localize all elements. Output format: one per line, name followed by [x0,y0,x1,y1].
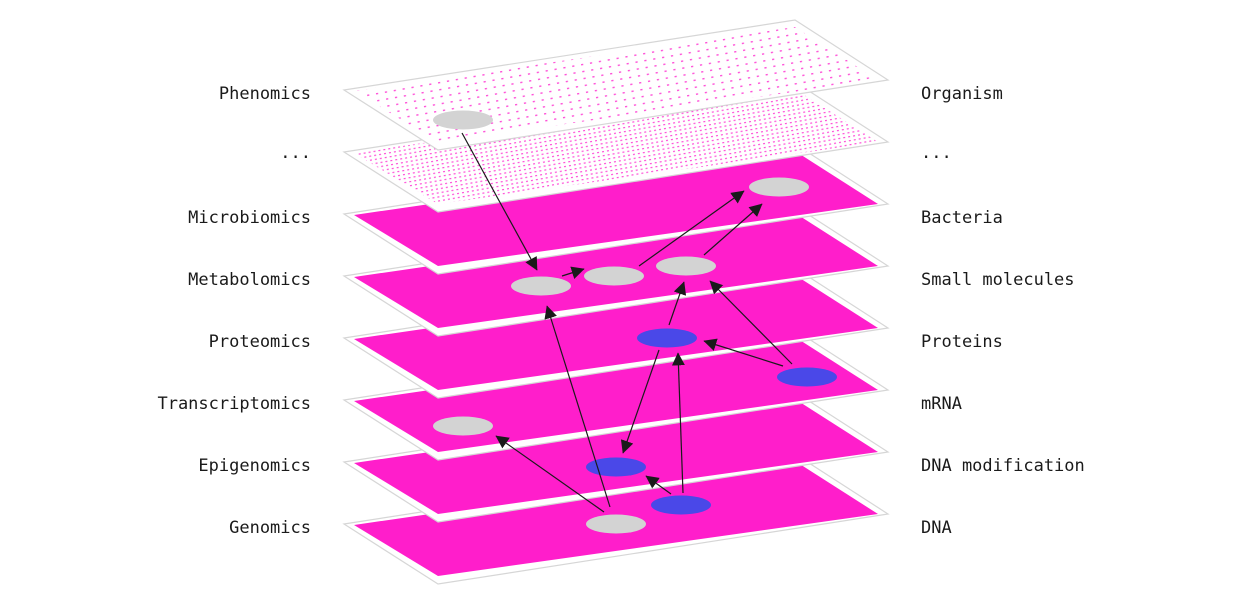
arrow-phen1-to-meta1 [461,132,538,271]
layer-label-transcriptomics: Transcriptomics [157,394,311,414]
layer-surface [354,151,878,266]
entity-label-bacteria: Bacteria [921,208,1003,228]
arrow-meta1-to-meta2 [561,266,585,279]
entity-label-organism: Organism [921,84,1003,104]
arrow-gen2-to-prot1 [671,352,685,494]
layer-surface [354,399,878,514]
arrow-meta3-to-micro1 [703,203,763,256]
node-meta1 [511,276,571,296]
entity-label-dna: DNA [921,518,952,538]
arrow-mrna1-to-prot1 [703,338,784,367]
node-meta2 [584,266,644,286]
layer-surface [354,275,878,390]
node-mrna1 [777,367,837,387]
layer-label-metabolomics: Metabolomics [188,270,311,290]
node-gen1 [586,514,646,534]
layer-surface [354,27,878,142]
entity-label-mrna: mRNA [921,394,962,414]
node-prot1 [637,328,697,348]
layer-label-ellipsis: ... [280,143,311,163]
entity-label-proteins: Proteins [921,332,1003,352]
entity-nodes [433,110,837,534]
node-gen2 [651,495,711,515]
layer-label-epigenomics: Epigenomics [198,456,311,476]
arrow-gen1-to-trans1 [495,435,605,513]
entity-label-dna-modification: DNA modification [921,456,1085,476]
arrow-meta2-to-micro1 [638,190,745,267]
arrow-prot1-to-meta3 [668,281,687,326]
layer-label-proteomics: Proteomics [209,332,311,352]
arrow-gen1-to-meta1 [544,305,611,508]
arrow-gen2-to-epi1 [645,475,672,495]
layer-label-phenomics: Phenomics [219,84,311,104]
arrow-mrna1-to-meta3 [709,280,793,365]
node-epi1 [586,457,646,477]
entity-label-ellipsis: ... [921,143,952,163]
relationship-arrows [461,132,793,513]
layer-label-genomics: Genomics [229,518,311,538]
node-micro1 [749,177,809,197]
layer-label-microbiomics: Microbiomics [188,208,311,228]
node-trans1 [433,416,493,436]
layer-planes [342,19,890,585]
arrow-prot1-to-epi1 [620,349,660,454]
node-meta3 [656,256,716,276]
layer-labels: Phenomics ... Microbiomics Metabolomics … [157,84,1084,538]
node-phen1 [433,110,493,130]
entity-label-small-molecules: Small molecules [921,270,1075,290]
